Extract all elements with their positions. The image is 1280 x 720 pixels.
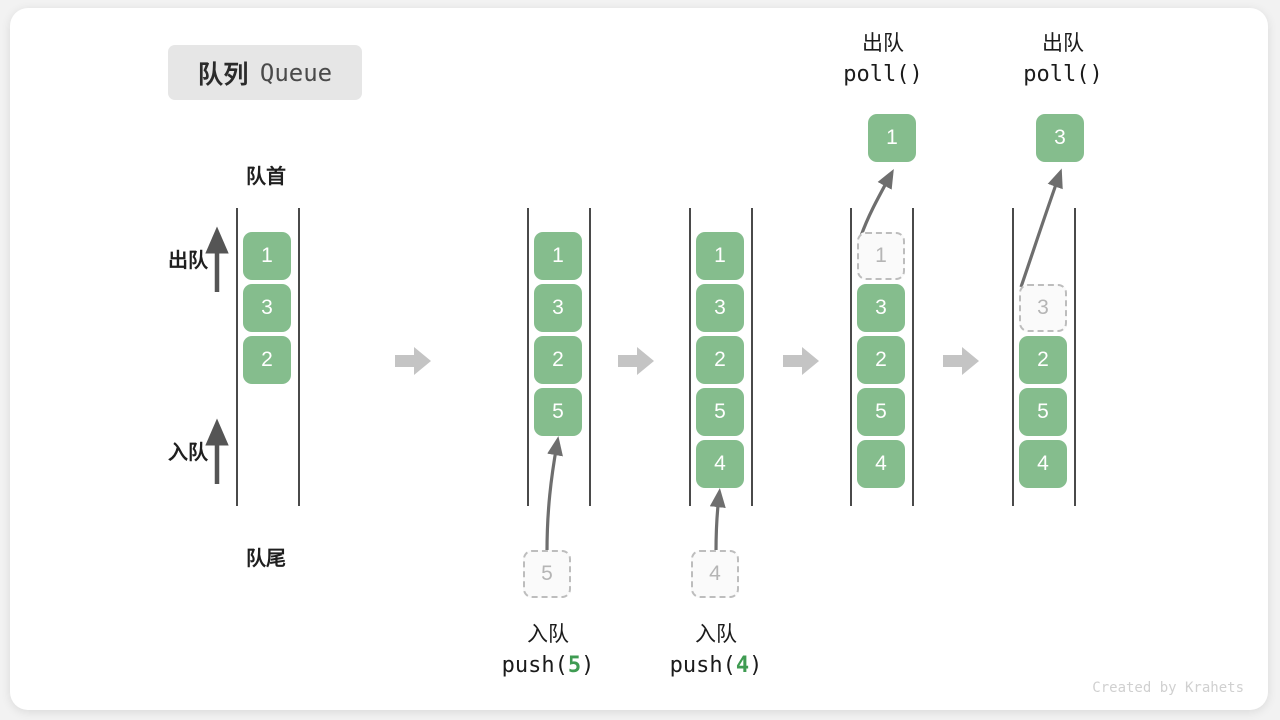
caption-push-5-cn: 入队 (527, 623, 569, 646)
caption-push-4-fn-end: ) (749, 653, 763, 679)
queue-cell[interactable]: 5 (534, 388, 582, 436)
caption-push-4: 入队 push(4) (631, 620, 801, 682)
queue-cell[interactable]: 3 (696, 284, 744, 332)
queue-cell[interactable]: 5 (1019, 388, 1067, 436)
pending-push-element[interactable]: 5 (523, 550, 571, 598)
queue-cell[interactable]: 1 (534, 232, 582, 280)
caption-poll-2-cn: 出队 (1042, 32, 1084, 55)
caption-push-4-num: 4 (735, 653, 750, 679)
rail-left (1012, 208, 1014, 506)
caption-push-5-fn-end: ) (581, 653, 595, 679)
caption-poll-1: 出队 poll() (798, 29, 968, 91)
rail-right (589, 208, 591, 506)
caption-push-4-fn: push( (669, 653, 736, 679)
caption-push-4-cn: 入队 (695, 623, 737, 646)
caption-push-4-code: push(4) (631, 650, 801, 682)
rail-left (850, 208, 852, 506)
queue-cell[interactable]: 4 (696, 440, 744, 488)
rail-right (912, 208, 914, 506)
queue-cell[interactable]: 2 (857, 336, 905, 384)
diagram-card (10, 8, 1268, 710)
caption-poll-1-cn: 出队 (862, 32, 904, 55)
caption-poll-1-code: poll() (843, 62, 923, 88)
queue-cell-removed[interactable]: 1 (857, 232, 905, 280)
title-en: Queue (259, 58, 333, 87)
queue-cell[interactable]: 4 (857, 440, 905, 488)
popped-element[interactable]: 3 (1036, 114, 1084, 162)
queue-cell[interactable]: 5 (857, 388, 905, 436)
caption-push-5-num: 5 (567, 653, 582, 679)
queue-cell-removed[interactable]: 3 (1019, 284, 1067, 332)
rail-left (689, 208, 691, 506)
rail-left (527, 208, 529, 506)
queue-cell[interactable]: 3 (534, 284, 582, 332)
queue-cell[interactable]: 5 (696, 388, 744, 436)
caption-poll-2: 出队 poll() (978, 29, 1148, 91)
queue-cell[interactable]: 3 (243, 284, 291, 332)
popped-element[interactable]: 1 (868, 114, 916, 162)
caption-poll-2-code: poll() (1023, 62, 1103, 88)
title-cn: 队列 (197, 60, 249, 89)
rail-right (751, 208, 753, 506)
queue-head-label: 队首 (246, 166, 286, 188)
caption-push-5-fn: push( (501, 653, 568, 679)
queue-cell[interactable]: 1 (696, 232, 744, 280)
rail-right (1074, 208, 1076, 506)
dequeue-direction-label: 出队 (168, 250, 208, 272)
queue-cell[interactable]: 2 (534, 336, 582, 384)
queue-cell[interactable]: 2 (243, 336, 291, 384)
credit-text: Created by Krahets (1092, 680, 1244, 696)
queue-cell[interactable]: 4 (1019, 440, 1067, 488)
queue-cell[interactable]: 1 (243, 232, 291, 280)
queue-tail-label: 队尾 (246, 548, 286, 570)
queue-cell[interactable]: 2 (696, 336, 744, 384)
title-badge: 队列 Queue (168, 45, 362, 100)
rail-left (236, 208, 238, 506)
queue-cell[interactable]: 3 (857, 284, 905, 332)
enqueue-direction-label: 入队 (168, 442, 208, 464)
queue-cell[interactable]: 2 (1019, 336, 1067, 384)
pending-push-element[interactable]: 4 (691, 550, 739, 598)
caption-push-5-code: push(5) (463, 650, 633, 682)
caption-push-5: 入队 push(5) (463, 620, 633, 682)
rail-right (298, 208, 300, 506)
